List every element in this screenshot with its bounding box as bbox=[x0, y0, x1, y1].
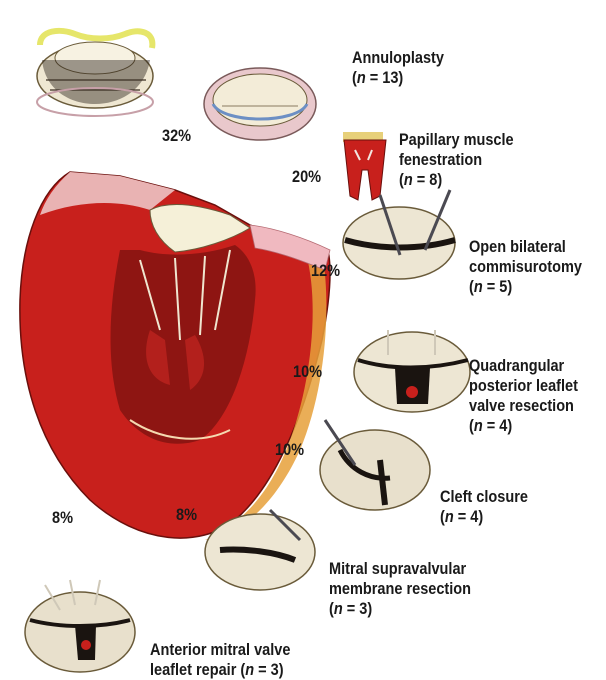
label-line: valve resection bbox=[469, 396, 578, 416]
label-line: Open bilateral bbox=[469, 237, 582, 257]
label-n: (n = 8) bbox=[399, 170, 514, 190]
percent-commisurotomy: 12% bbox=[311, 262, 340, 281]
annuloplasty-valve-illustration bbox=[204, 68, 316, 140]
commissurotomy-valve-illustration bbox=[343, 190, 455, 279]
percent-supravalvular: 8% bbox=[176, 506, 197, 525]
heart-illustration bbox=[20, 172, 330, 540]
percent-annuloplasty: 32% bbox=[162, 127, 191, 146]
papillary-muscle-illustration bbox=[343, 132, 386, 200]
label-quadrangular-resection: Quadrangular posterior leaflet valve res… bbox=[469, 356, 578, 436]
label-line: leaflet repair (n = 3) bbox=[150, 660, 290, 680]
quadrangular-resection-valve-illustration bbox=[354, 330, 470, 412]
cleft-closure-valve-illustration bbox=[320, 420, 430, 510]
annuloplasty-ring-illustration bbox=[37, 31, 153, 116]
label-annuloplasty: Annuloplasty (n = 13) bbox=[352, 48, 444, 88]
percent-quadrangular: 10% bbox=[293, 363, 322, 382]
label-n: (n = 13) bbox=[352, 68, 444, 88]
percent-cleft-closure: 10% bbox=[275, 441, 304, 460]
label-line: Quadrangular bbox=[469, 356, 578, 376]
label-line: membrane resection bbox=[329, 579, 471, 599]
label-line: Cleft closure bbox=[440, 487, 528, 507]
label-n: (n = 4) bbox=[440, 507, 528, 527]
label-anterior-leaflet-repair: Anterior mitral valve leaflet repair (n … bbox=[150, 640, 290, 680]
label-open-bilateral-commisurotomy: Open bilateral commisurotomy (n = 5) bbox=[469, 237, 582, 297]
anterior-leaflet-repair-valve-illustration bbox=[25, 580, 135, 672]
label-line: commisurotomy bbox=[469, 257, 582, 277]
percent-anterior-leaflet: 8% bbox=[52, 509, 73, 528]
label-n: (n = 3) bbox=[329, 599, 471, 619]
label-line: posterior leaflet bbox=[469, 376, 578, 396]
label-n: (n = 5) bbox=[469, 277, 582, 297]
label-line: Annuloplasty bbox=[352, 48, 444, 68]
label-line: Anterior mitral valve bbox=[150, 640, 290, 660]
label-papillary-muscle-fenestration: Papillary muscle fenestration (n = 8) bbox=[399, 130, 514, 190]
label-line: Mitral supravalvular bbox=[329, 559, 471, 579]
label-line: fenestration bbox=[399, 150, 514, 170]
label-supravalvular-membrane: Mitral supravalvular membrane resection … bbox=[329, 559, 471, 619]
percent-papillary-muscle: 20% bbox=[292, 168, 321, 187]
label-cleft-closure: Cleft closure (n = 4) bbox=[440, 487, 528, 527]
label-n: (n = 4) bbox=[469, 416, 578, 436]
label-line: Papillary muscle bbox=[399, 130, 514, 150]
